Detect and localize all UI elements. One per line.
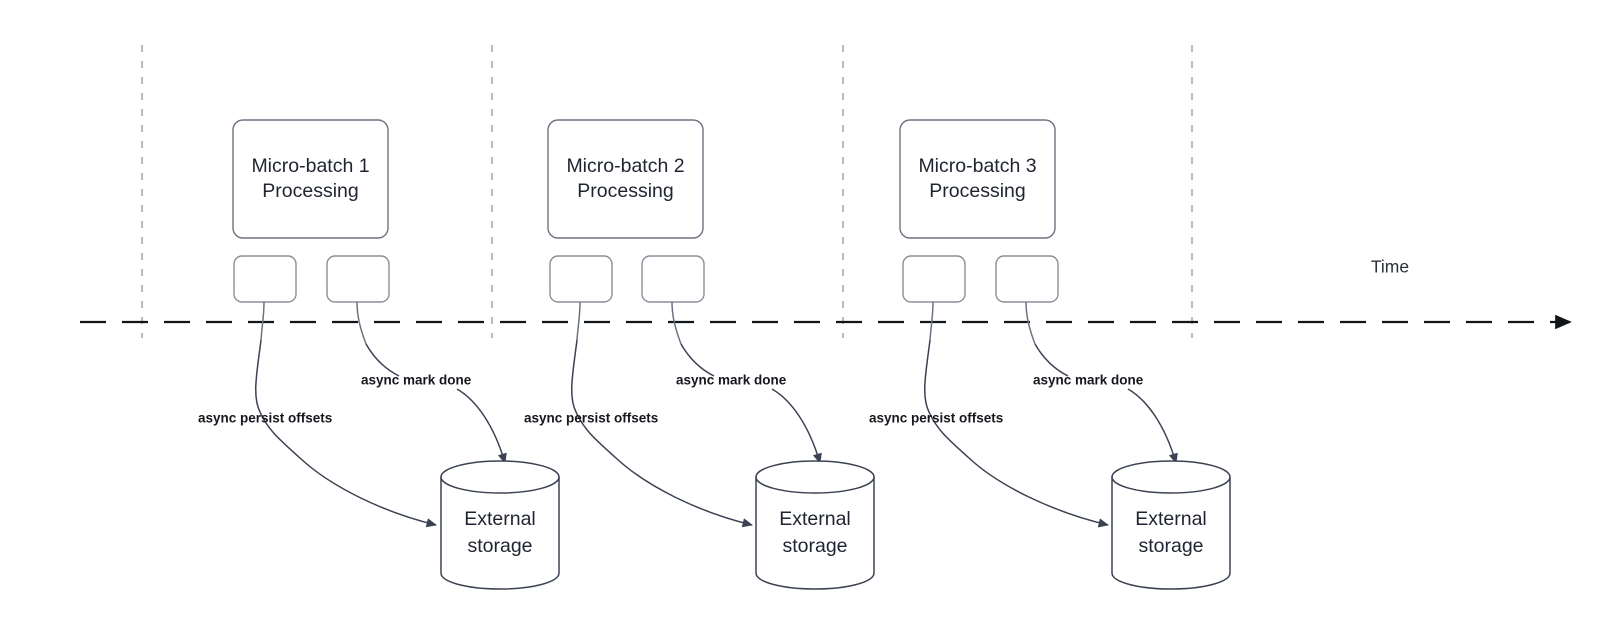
task-box-3b[interactable] xyxy=(995,255,1059,303)
micro-batch-group-1: Micro-batch 1 Processing External storag… xyxy=(198,119,560,590)
task-stub-3b xyxy=(1025,301,1036,345)
time-axis-group: Time xyxy=(80,257,1572,330)
mark-done-label-1: async mark done xyxy=(361,373,472,388)
storage-label-3-line2: storage xyxy=(1138,535,1203,557)
storage-cylinder-top-3 xyxy=(1111,460,1231,494)
mark-done-edge-2 xyxy=(680,343,715,377)
micro-batch-label-3-line2: Processing xyxy=(929,180,1025,202)
micro-batch-box-3[interactable] xyxy=(899,119,1056,239)
task-box-2a[interactable] xyxy=(549,255,613,303)
micro-batch-group-3: Micro-batch 3 Processing External storag… xyxy=(869,119,1231,590)
micro-batch-node-1[interactable]: Micro-batch 1 Processing xyxy=(232,119,389,239)
micro-batch-label-2-line2: Processing xyxy=(577,180,673,202)
external-storage-node-3[interactable]: External storage xyxy=(1111,460,1231,590)
mark-done-edge-3-tail xyxy=(1127,388,1178,465)
persist-offsets-label-2: async persist offsets xyxy=(524,411,658,426)
storage-label-1-line2: storage xyxy=(467,535,532,557)
storage-label-1-line1: External xyxy=(464,508,536,530)
task-box-1a[interactable] xyxy=(233,255,297,303)
storage-cylinder-top-1 xyxy=(440,460,560,494)
tick-lines-group xyxy=(140,45,1194,338)
mark-done-label-2: async mark done xyxy=(676,373,787,388)
time-axis-label: Time xyxy=(1371,257,1409,277)
micro-batch-label-1-line2: Processing xyxy=(262,180,358,202)
storage-cylinder-body-1[interactable] xyxy=(440,477,560,590)
persist-offsets-edge-1 xyxy=(255,339,438,528)
persist-offsets-edge-2 xyxy=(571,339,754,528)
storage-label-2-line2: storage xyxy=(782,535,847,557)
task-stub-2a xyxy=(576,301,581,341)
mark-done-label-3: async mark done xyxy=(1033,373,1144,388)
micro-batch-group-2: Micro-batch 2 Processing External storag… xyxy=(524,119,875,590)
task-stub-2b xyxy=(671,301,682,345)
task-box-2b[interactable] xyxy=(641,255,705,303)
task-box-1b[interactable] xyxy=(326,255,390,303)
micro-batch-label-3-line1: Micro-batch 3 xyxy=(918,155,1036,177)
storage-label-2-line1: External xyxy=(779,508,851,530)
persist-offsets-label-3: async persist offsets xyxy=(869,411,1003,426)
persist-offsets-label-1: async persist offsets xyxy=(198,411,332,426)
task-stub-1a xyxy=(260,301,265,341)
storage-cylinder-body-2[interactable] xyxy=(755,477,875,590)
storage-label-3-line1: External xyxy=(1135,508,1207,530)
storage-cylinder-top-2 xyxy=(755,460,875,494)
mark-done-edge-1-tail xyxy=(456,388,507,465)
task-stub-1b xyxy=(356,301,367,345)
task-stub-3a xyxy=(929,301,934,341)
task-box-3a[interactable] xyxy=(902,255,966,303)
mark-done-edge-1 xyxy=(365,343,400,377)
external-storage-node-1[interactable]: External storage xyxy=(440,460,560,590)
storage-cylinder-body-3[interactable] xyxy=(1111,477,1231,590)
micro-batch-box-2[interactable] xyxy=(547,119,704,239)
micro-batch-label-1-line1: Micro-batch 1 xyxy=(251,155,369,177)
persist-offsets-edge-3 xyxy=(924,339,1110,528)
micro-batch-label-2-line1: Micro-batch 2 xyxy=(566,155,684,177)
mark-done-edge-3 xyxy=(1034,343,1069,377)
micro-batch-node-3[interactable]: Micro-batch 3 Processing xyxy=(899,119,1056,239)
mark-done-edge-2-tail xyxy=(771,388,822,465)
micro-batch-node-2[interactable]: Micro-batch 2 Processing xyxy=(547,119,704,239)
external-storage-node-2[interactable]: External storage xyxy=(755,460,875,590)
micro-batch-box-1[interactable] xyxy=(232,119,389,239)
